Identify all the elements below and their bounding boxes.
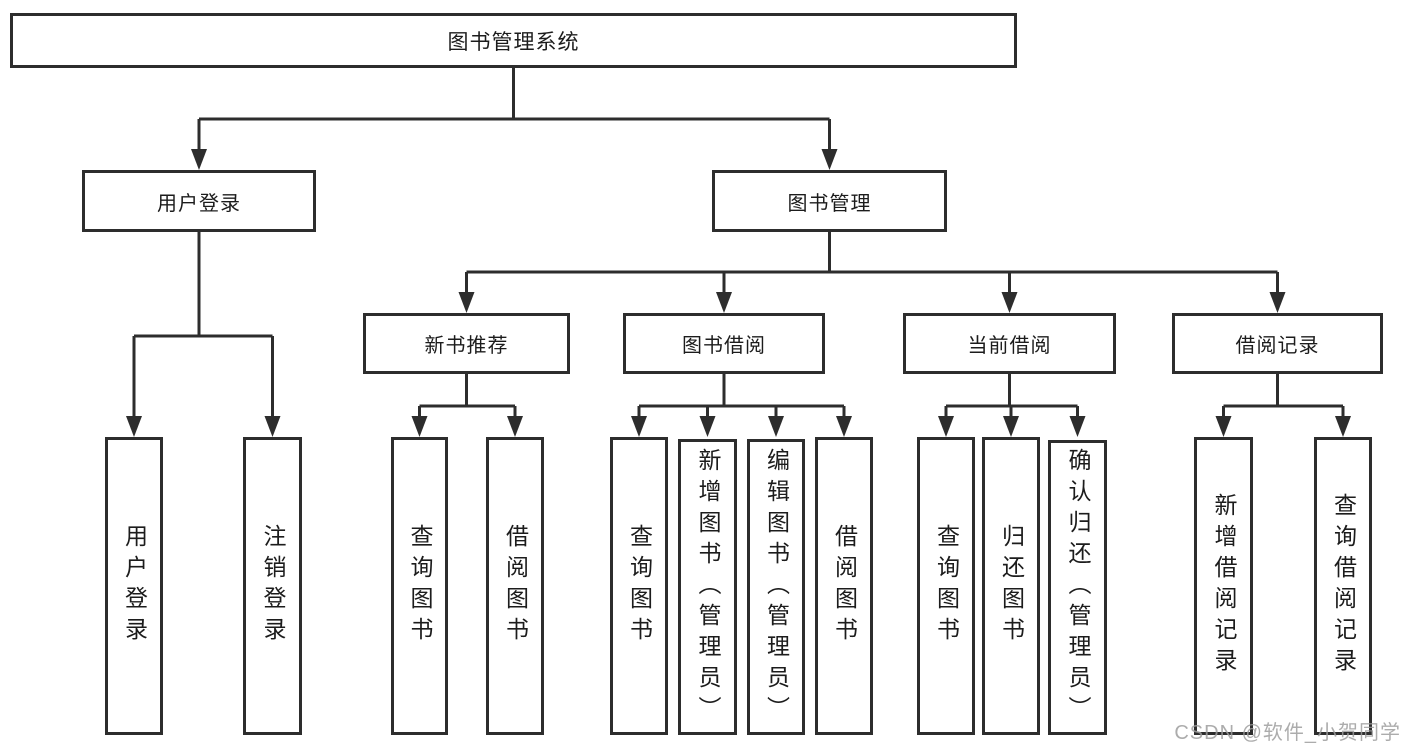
leaf-add-book-admin: 新增图书（管理员）	[678, 439, 737, 735]
connector-new-book	[418, 373, 517, 419]
leaf-borrow-books-borrow-label: 借阅图书	[831, 524, 858, 648]
branch-user-login-label: 用户登录	[157, 192, 241, 215]
leaf-logout-label: 注销登录	[260, 524, 286, 648]
leaf-edit-book-admin: 编辑图书（管理员）	[747, 439, 805, 735]
node-current-borrow: 当前借阅	[903, 313, 1116, 374]
connector-book-management	[465, 231, 1279, 295]
leaf-user-login-label: 用户登录	[121, 524, 148, 648]
node-new-book-recommend: 新书推荐	[363, 313, 570, 374]
node-current-borrow-label: 当前借阅	[967, 335, 1052, 357]
root-node: 图书管理系统	[10, 13, 1017, 68]
leaf-return-book-label: 归还图书	[998, 524, 1025, 648]
leaf-borrow-books-borrow: 借阅图书	[815, 437, 873, 735]
leaf-query-borrow-record: 查询借阅记录	[1314, 437, 1372, 735]
connector-user-login	[132, 231, 274, 419]
csdn-watermark: CSDN @软件_小贺同学	[1174, 722, 1401, 744]
leaf-add-borrow-record: 新增借阅记录	[1194, 437, 1253, 735]
leaf-query-books-recommend-label: 查询图书	[407, 524, 433, 648]
root-node-label: 图书管理系统	[447, 30, 580, 54]
connector-current-borrow	[944, 373, 1079, 419]
leaf-query-books-borrow-label: 查询图书	[626, 524, 653, 648]
leaf-confirm-return-admin-label: 确认归还（管理员）	[1065, 448, 1091, 727]
leaf-query-books-current-label: 查询图书	[933, 524, 960, 648]
leaf-add-book-admin-label: 新增图书（管理员）	[695, 447, 721, 727]
leaf-user-login: 用户登录	[105, 437, 163, 735]
leaf-borrow-books-recommend: 借阅图书	[486, 437, 544, 735]
connector-book-borrow	[637, 373, 846, 419]
leaf-logout: 注销登录	[243, 437, 302, 735]
leaf-borrow-books-recommend-label: 借阅图书	[502, 524, 529, 648]
leaf-query-books-borrow: 查询图书	[610, 437, 668, 735]
leaf-query-books-current: 查询图书	[917, 437, 975, 735]
node-borrow-records: 借阅记录	[1172, 313, 1383, 374]
leaf-query-books-recommend: 查询图书	[391, 437, 448, 735]
leaf-return-book: 归还图书	[982, 437, 1040, 735]
leaf-query-borrow-record-label: 查询借阅记录	[1330, 493, 1357, 679]
connector-root	[197, 67, 831, 152]
connector-borrow-records	[1222, 373, 1345, 419]
node-book-borrow-label: 图书借阅	[682, 335, 766, 357]
branch-book-management: 图书管理	[712, 170, 947, 232]
node-borrow-records-label: 借阅记录	[1235, 335, 1320, 357]
arrowheads	[126, 149, 1351, 437]
node-book-borrow: 图书借阅	[623, 313, 825, 374]
branch-user-login: 用户登录	[82, 170, 316, 232]
node-new-book-recommend-label: 新书推荐	[424, 335, 509, 357]
leaf-edit-book-admin-label: 编辑图书（管理员）	[763, 447, 790, 727]
branch-book-management-label: 图书管理	[787, 192, 872, 215]
leaf-add-borrow-record-label: 新增借阅记录	[1211, 493, 1237, 679]
leaf-confirm-return-admin: 确认归还（管理员）	[1048, 440, 1107, 735]
